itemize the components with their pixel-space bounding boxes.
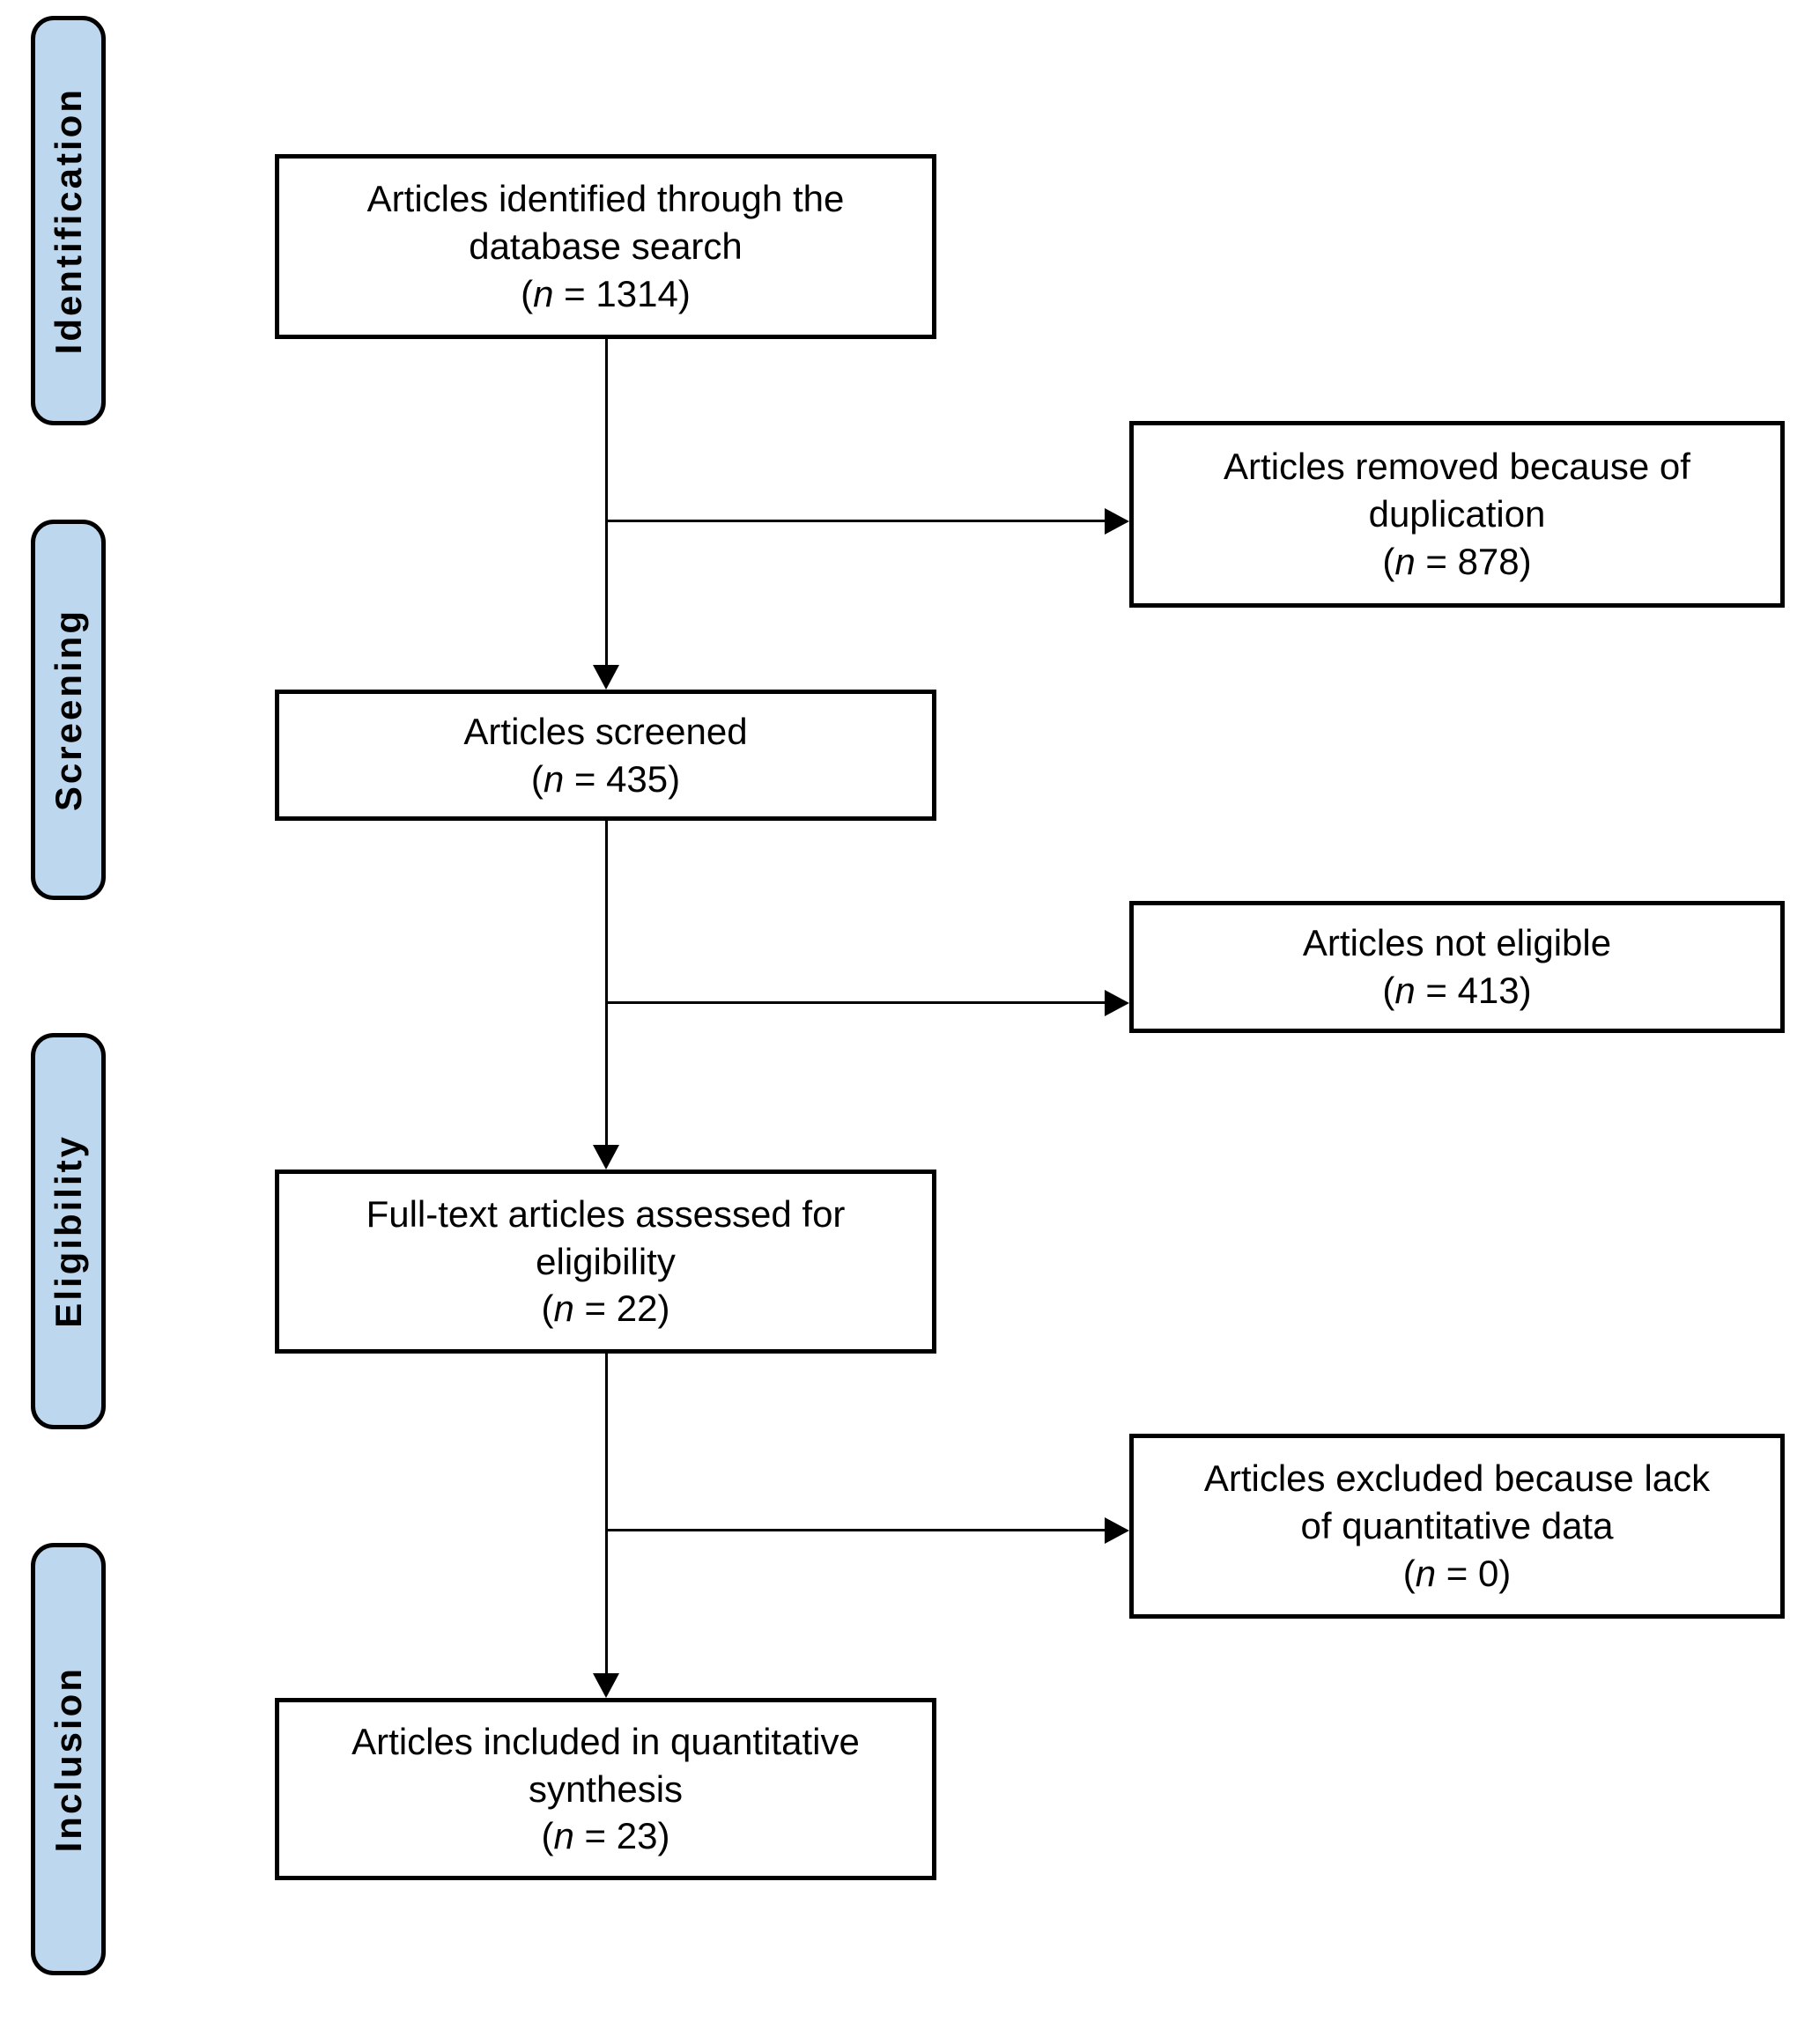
stage-screening-label: Screening	[47, 608, 89, 812]
connector-identified-to-screened	[605, 339, 608, 667]
flow-box-included-synthesis-line1: Articles included in quantitative	[351, 1720, 860, 1762]
connector-fulltext-to-included	[605, 1354, 608, 1675]
connector-branch-removed-duplication	[606, 520, 1106, 522]
flow-box-identified: Articles identified through the database…	[275, 154, 936, 339]
flow-box-identified-line1: Articles identified through the	[366, 178, 845, 220]
flow-box-screened-line1: Articles screened	[463, 710, 748, 752]
flow-box-excluded-quantitative: Articles excluded because lack of quanti…	[1129, 1434, 1785, 1619]
flow-box-included-synthesis-n: (n = 23)	[541, 1815, 670, 1857]
flow-box-included-synthesis-line2: synthesis	[528, 1767, 684, 1810]
arrowhead-down-included-icon	[593, 1673, 619, 1698]
stage-identification: Identification	[31, 16, 106, 425]
flow-box-fulltext-assessed-line2: eligibility	[536, 1240, 676, 1282]
stage-inclusion: Inclusion	[31, 1543, 106, 1975]
flow-box-fulltext-assessed-line1: Full-text articles assessed for	[366, 1192, 846, 1235]
flow-box-identified-line2: database search	[469, 225, 743, 268]
flow-box-excluded-quantitative-line2: of quantitative data	[1300, 1505, 1614, 1547]
flow-box-removed-duplication-line1: Articles removed because of	[1224, 446, 1690, 488]
arrowhead-right-removed-duplication-icon	[1105, 508, 1129, 535]
stage-screening: Screening	[31, 520, 106, 900]
stage-identification-label: Identification	[47, 86, 89, 355]
arrowhead-right-not-eligible-icon	[1105, 990, 1129, 1016]
connector-branch-excluded-quantitative	[606, 1529, 1106, 1531]
flow-box-included-synthesis: Articles included in quantitative synthe…	[275, 1698, 936, 1880]
flow-box-fulltext-assessed: Full-text articles assessed for eligibil…	[275, 1170, 936, 1354]
flow-box-screened-n: (n = 435)	[530, 757, 681, 800]
flow-box-fulltext-assessed-n: (n = 22)	[541, 1288, 670, 1330]
arrowhead-down-fulltext-icon	[593, 1145, 619, 1170]
flow-box-not-eligible-line1: Articles not eligible	[1302, 922, 1612, 964]
connector-screened-to-fulltext	[605, 821, 608, 1147]
arrowhead-down-screened-icon	[593, 665, 619, 690]
flow-box-removed-duplication: Articles removed because of duplication …	[1129, 421, 1785, 608]
flow-box-removed-duplication-n: (n = 878)	[1382, 540, 1532, 582]
stage-eligibility: Eligibility	[31, 1033, 106, 1429]
arrowhead-right-excluded-quantitative-icon	[1105, 1517, 1129, 1544]
flow-box-identified-n: (n = 1314)	[521, 272, 691, 314]
flow-box-not-eligible-n: (n = 413)	[1382, 970, 1532, 1011]
flow-box-not-eligible: Articles not eligible (n = 413)	[1129, 901, 1785, 1033]
connector-branch-not-eligible	[606, 1001, 1106, 1004]
flow-box-removed-duplication-line2: duplication	[1368, 493, 1546, 535]
flow-box-excluded-quantitative-n: (n = 0)	[1402, 1552, 1512, 1594]
stage-inclusion-label: Inclusion	[47, 1665, 89, 1853]
flow-box-excluded-quantitative-line1: Articles excluded because lack	[1203, 1457, 1711, 1500]
flow-box-screened: Articles screened (n = 435)	[275, 690, 936, 821]
stage-eligibility-label: Eligibility	[47, 1134, 89, 1328]
